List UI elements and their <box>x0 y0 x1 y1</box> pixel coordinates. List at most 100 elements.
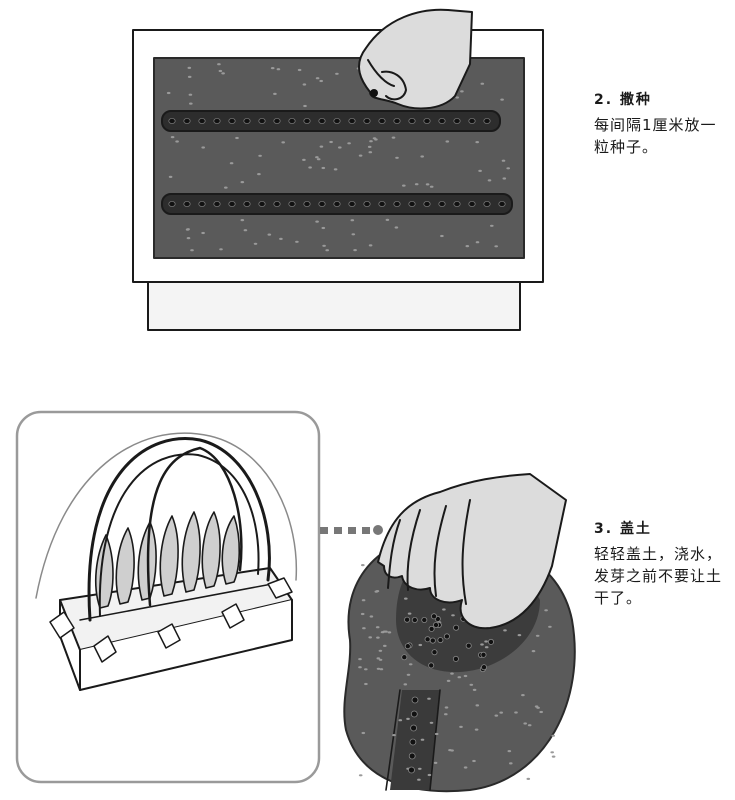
soil-speck <box>548 625 552 628</box>
seed <box>424 636 431 643</box>
seed <box>453 624 460 631</box>
seed <box>348 118 356 125</box>
soil-speck <box>353 249 357 252</box>
seed <box>423 200 431 207</box>
soil-speck <box>394 226 399 229</box>
soil-speck <box>475 141 480 144</box>
soil-speck <box>509 762 513 765</box>
soil-speck <box>440 234 444 238</box>
seed <box>483 200 491 207</box>
seed <box>378 118 386 125</box>
mini-greenhouse <box>35 432 298 691</box>
soil-speck <box>526 777 531 781</box>
seed <box>198 200 206 207</box>
seed <box>468 200 476 207</box>
hand-dropping-seed <box>358 8 473 110</box>
seed <box>410 724 418 732</box>
seed <box>363 200 371 207</box>
soil-speck <box>420 155 425 158</box>
seed <box>213 200 221 207</box>
step-3-title: 3. 盖土 <box>594 521 652 537</box>
soil-speck <box>224 186 228 189</box>
soil-speck <box>187 66 192 69</box>
soil-speck <box>201 146 205 149</box>
soil-speck <box>360 612 365 616</box>
seed <box>438 118 446 125</box>
soil-speck <box>358 774 363 777</box>
step-2-title: 2. 撒种 <box>594 92 652 108</box>
soil-speck <box>376 636 380 639</box>
soil-speck <box>487 179 492 182</box>
seed <box>480 651 487 658</box>
seed <box>498 200 506 207</box>
soil-speck <box>408 663 413 666</box>
soil-speck <box>418 643 423 647</box>
soil-speck <box>218 69 223 73</box>
soil-speck <box>480 82 485 85</box>
seed <box>411 696 419 704</box>
soil-speck <box>544 609 548 612</box>
seed <box>421 617 428 624</box>
soil-speck <box>484 640 488 643</box>
soil-speck <box>391 136 396 139</box>
soil-speck <box>302 158 306 161</box>
seed <box>348 200 356 207</box>
seed <box>487 638 494 645</box>
soil-speck <box>376 667 381 670</box>
soil-speck <box>322 244 326 247</box>
step-3-caption: 3. 盖土 轻轻盖土，浇水，发芽之前不要让土干了。 <box>594 518 729 609</box>
seed <box>401 654 408 661</box>
soil-speck <box>392 734 396 737</box>
soil-speck <box>368 636 373 639</box>
soil-speck <box>364 668 368 671</box>
soil-speck <box>358 666 362 669</box>
seed <box>452 655 459 662</box>
soil-speck <box>427 773 432 777</box>
seed <box>378 200 386 207</box>
soil-speck <box>442 608 446 611</box>
soil-speck <box>402 184 406 187</box>
soil-speck <box>368 244 373 247</box>
soil-speck <box>190 249 194 252</box>
soil-speck <box>229 162 234 165</box>
soil-speck <box>361 731 366 735</box>
soil-speck <box>539 710 543 714</box>
seed <box>288 200 296 207</box>
soil-speck <box>474 728 479 731</box>
soil-speck <box>329 140 333 144</box>
soil-speck <box>494 245 499 248</box>
step-3-text: 轻轻盖土，浇水，发芽之前不要让土干了。 <box>594 545 723 607</box>
soil-speck <box>527 724 532 727</box>
soil-speck <box>308 166 312 169</box>
seed <box>468 118 476 125</box>
seed-tray-top-view <box>132 29 544 331</box>
seed <box>404 616 411 623</box>
soil-speck <box>384 630 388 633</box>
soil-speck <box>480 643 484 646</box>
seed <box>411 617 418 624</box>
step-2-caption: 2. 撒种 每间隔1厘米放一粒种子。 <box>594 89 719 158</box>
soil-speck <box>315 77 320 80</box>
seed <box>213 118 221 125</box>
soil-speck <box>406 673 411 676</box>
soil-speck <box>523 722 527 725</box>
soil-speck <box>387 631 392 634</box>
seed <box>408 200 416 207</box>
soil-speck <box>243 229 248 232</box>
soil-speck <box>501 159 506 162</box>
soil-speck <box>494 714 499 717</box>
soil-speck <box>378 658 383 661</box>
soil-cover-closeup <box>343 473 576 793</box>
soil-speck <box>201 231 205 235</box>
soil-speck <box>472 759 476 763</box>
soil-speck <box>253 242 258 245</box>
seed <box>333 118 341 125</box>
soil-speck <box>534 705 539 708</box>
soil-speck <box>444 713 448 716</box>
seed <box>243 200 251 207</box>
soil-speck <box>407 612 412 615</box>
seed <box>429 637 436 644</box>
seed <box>393 200 401 207</box>
seed <box>258 200 266 207</box>
soil-speck <box>475 704 480 707</box>
